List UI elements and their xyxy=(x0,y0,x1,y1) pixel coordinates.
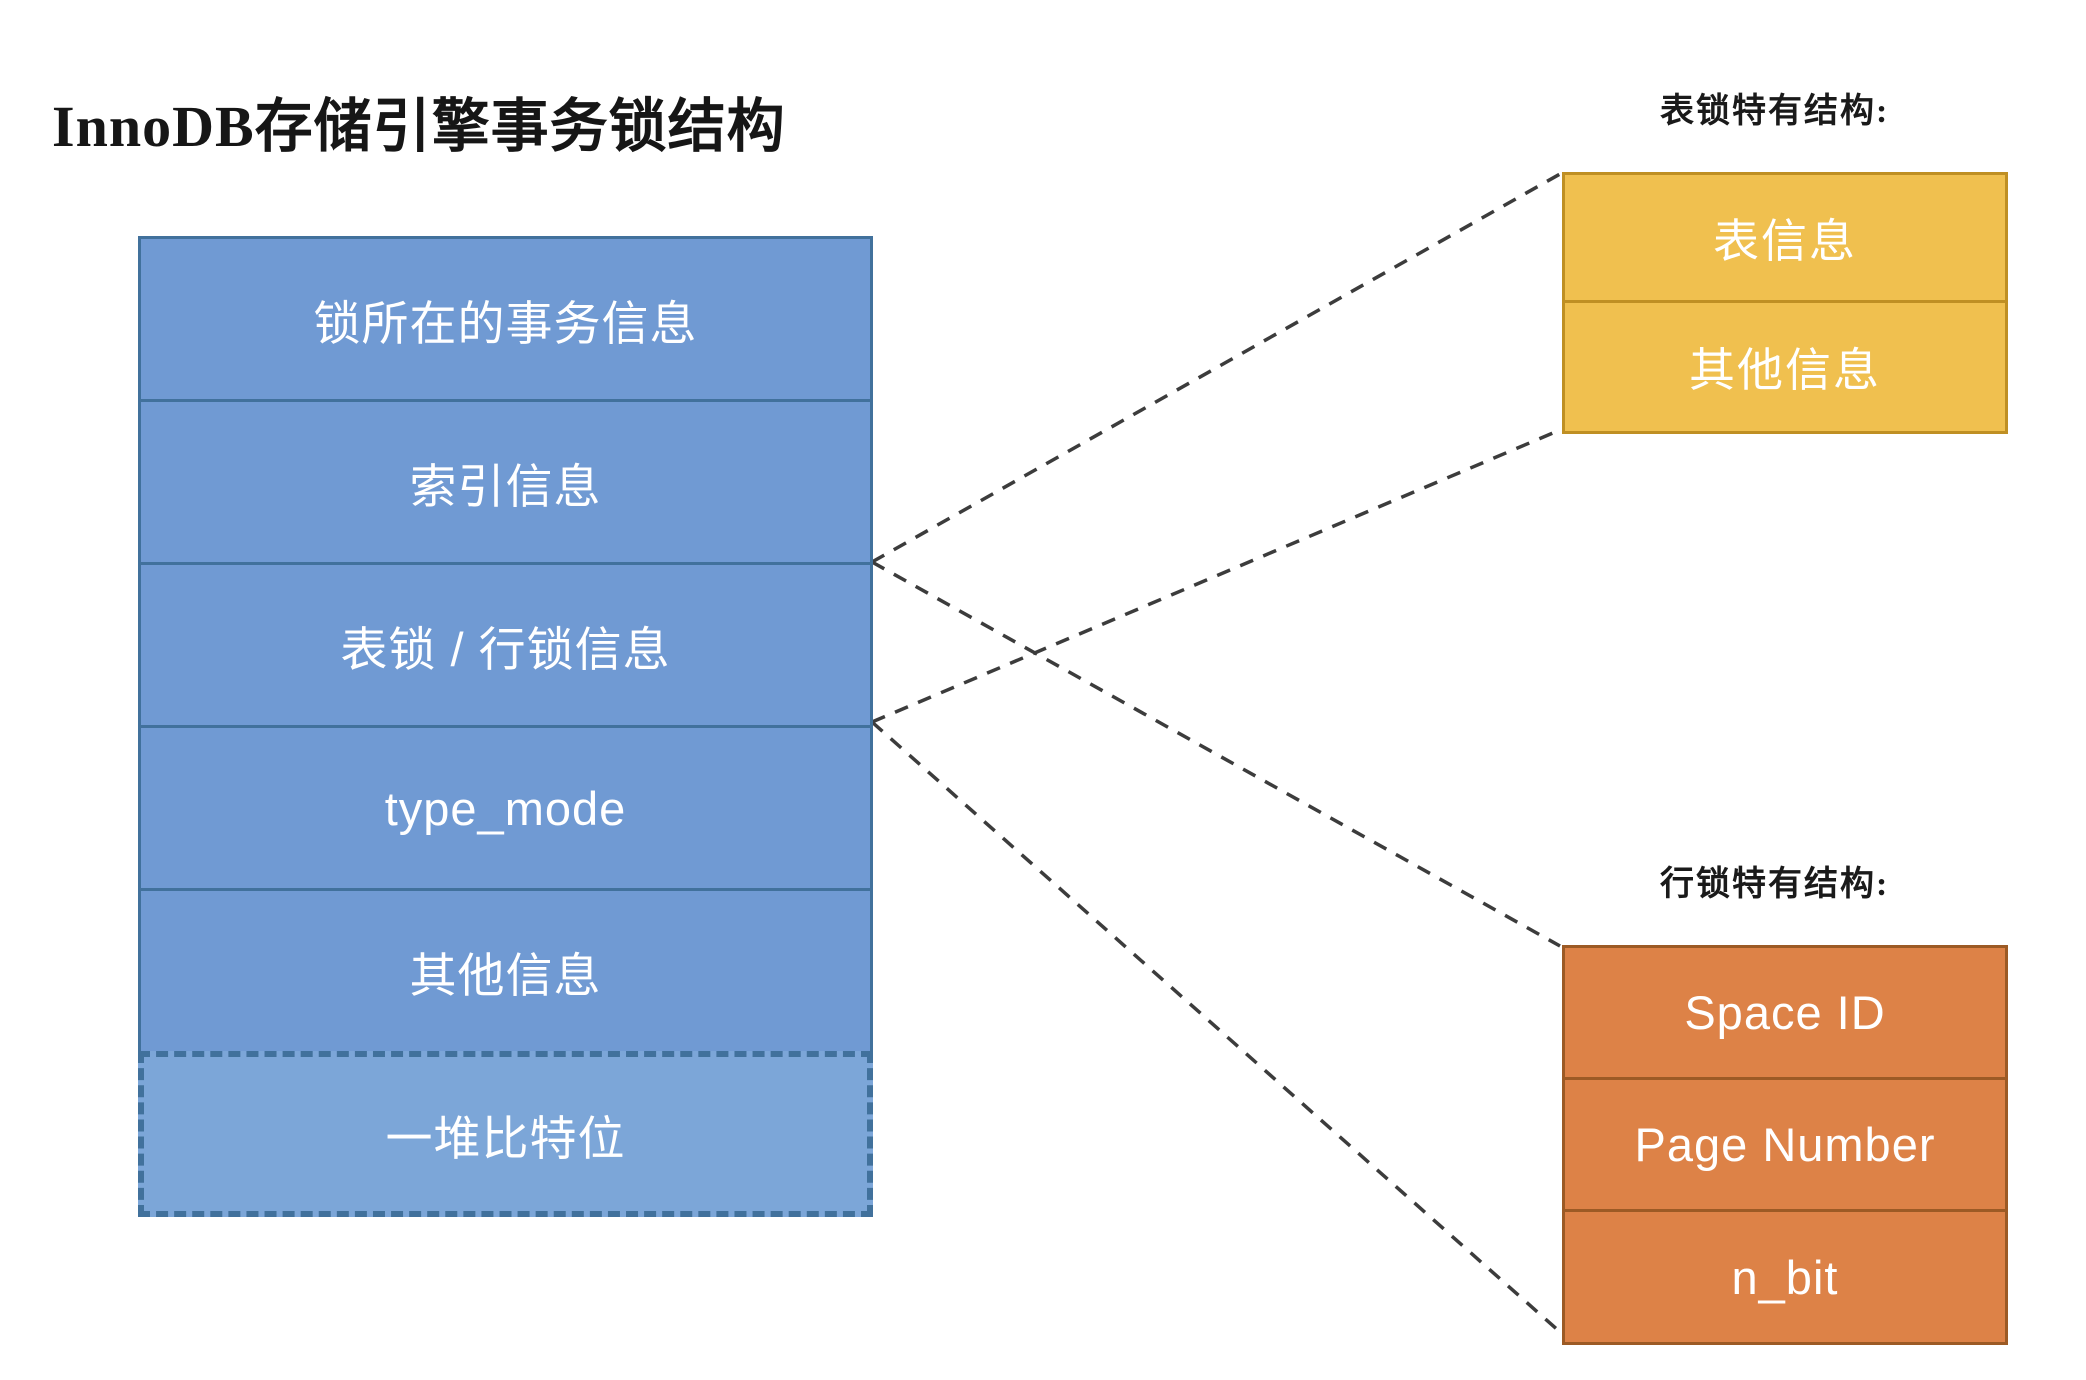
connector-table-lock-upper xyxy=(871,172,1561,564)
table-lock-structure-box: 表信息 其他信息 xyxy=(1562,172,2008,434)
lock-structure-row-table-or-row-lock-info: 表锁 / 行锁信息 xyxy=(141,565,870,728)
lock-structure-row-other-info: 其他信息 xyxy=(141,891,870,1054)
lock-structure-row-type-mode: type_mode xyxy=(141,728,870,891)
connector-row-lock-upper xyxy=(871,560,1561,948)
row-label: 其他信息 xyxy=(1689,344,1881,396)
connector-table-lock-lower xyxy=(871,428,1561,724)
row-lock-row-page-number: Page Number xyxy=(1565,1080,2005,1212)
row-label: 一堆比特位 xyxy=(385,1111,626,1165)
lock-structure-row-transaction-info: 锁所在的事务信息 xyxy=(141,239,870,402)
page-title: InnoDB存储引擎事务锁结构 xyxy=(52,94,786,159)
table-lock-row-table-info: 表信息 xyxy=(1565,175,2005,303)
row-label: 表锁 / 行锁信息 xyxy=(340,622,671,676)
lock-structure-stack: 锁所在的事务信息 索引信息 表锁 / 行锁信息 type_mode 其他信息 一… xyxy=(138,236,873,1217)
row-lock-caption: 行锁特有结构: xyxy=(1660,866,1890,903)
lock-structure-row-bitmap: 一堆比特位 xyxy=(138,1051,873,1217)
row-label: Page Number xyxy=(1634,1118,1936,1171)
table-lock-caption: 表锁特有结构: xyxy=(1660,93,1890,130)
connector-row-lock-lower xyxy=(870,720,1562,1334)
row-label: 索引信息 xyxy=(409,459,602,513)
row-label: type_mode xyxy=(384,781,627,835)
row-lock-row-n-bit: n_bit xyxy=(1565,1212,2005,1342)
row-label: 表信息 xyxy=(1713,214,1857,267)
row-label: 锁所在的事务信息 xyxy=(313,296,698,350)
row-lock-row-space-id: Space ID xyxy=(1565,948,2005,1080)
row-lock-structure-box: Space ID Page Number n_bit xyxy=(1562,945,2008,1345)
lock-structure-row-index-info: 索引信息 xyxy=(141,402,870,565)
row-label: 其他信息 xyxy=(409,948,602,1002)
table-lock-row-other-info: 其他信息 xyxy=(1565,303,2005,431)
row-label: Space ID xyxy=(1684,986,1886,1039)
row-label: n_bit xyxy=(1731,1250,1839,1304)
